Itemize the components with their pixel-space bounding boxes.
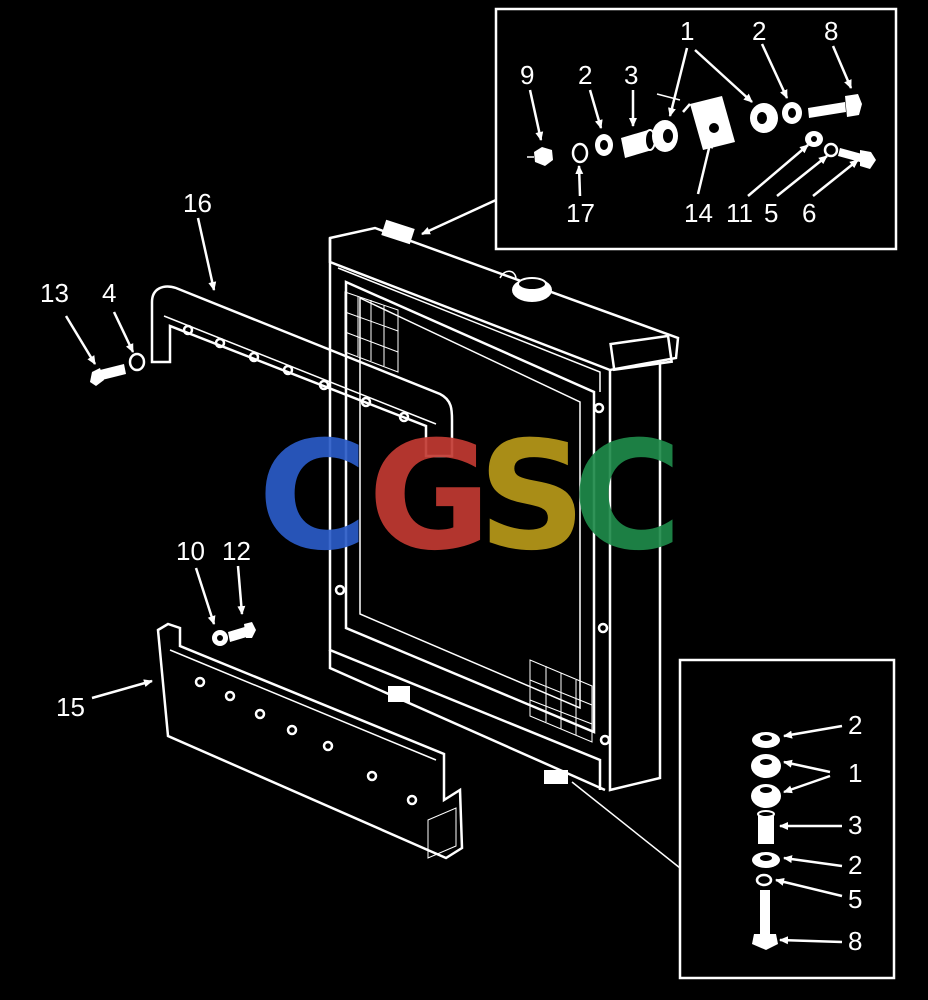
radiator — [328, 219, 681, 869]
upper-shroud: 16 — [150, 188, 454, 458]
bolt-icon — [808, 94, 862, 118]
lock-washer-icon — [823, 142, 839, 158]
core-grid — [529, 659, 593, 743]
core-grid — [344, 291, 399, 373]
callout-label: 17 — [566, 198, 595, 228]
nut-icon — [527, 147, 553, 166]
sleeve-icon — [757, 810, 775, 844]
callout-label: 5 — [848, 884, 862, 914]
cgsc-watermark: C G S C — [258, 410, 682, 584]
washer-icon — [752, 732, 780, 748]
callout-label: 2 — [752, 16, 766, 46]
callout-label: 8 — [848, 926, 862, 956]
top-inset: 1 2 8 9 2 3 17 14 11 5 6 — [421, 7, 898, 251]
bracket-icon — [656, 93, 735, 150]
callout-label: 11 — [726, 198, 753, 228]
rubber-mount-icon — [652, 120, 678, 152]
bolt-icon — [228, 622, 256, 642]
sleeve-icon — [621, 129, 656, 158]
watermark-letter: G — [368, 410, 491, 584]
washer-icon — [805, 131, 823, 147]
callout-label: 9 — [520, 60, 534, 90]
callout-label: 2 — [578, 60, 592, 90]
watermark-letter: C — [258, 410, 368, 584]
rubber-mount-icon — [751, 754, 781, 778]
washer-icon — [212, 630, 228, 646]
lock-washer-icon — [755, 873, 773, 887]
rubber-mount-icon — [750, 103, 778, 133]
callout-label: 8 — [824, 16, 838, 46]
bolt-icon — [752, 890, 778, 950]
callout-label: 1 — [848, 758, 862, 788]
callout-label: 5 — [764, 198, 778, 228]
bottom-inset-leader — [571, 781, 681, 869]
lock-washer-icon — [128, 352, 146, 372]
callout-label: 3 — [624, 60, 638, 90]
bolt-icon — [838, 148, 876, 169]
callout-label: 4 — [102, 278, 116, 308]
callout-label: 14 — [684, 198, 713, 228]
callout-label: 15 — [56, 692, 85, 722]
top-inset-frame — [494, 7, 898, 251]
washer-icon — [782, 102, 802, 124]
callout-label: 1 — [680, 16, 694, 46]
callout-label: 10 — [176, 536, 205, 566]
callout-label: 6 — [802, 198, 816, 228]
washer-icon — [752, 852, 780, 868]
lower-shroud: 15 — [56, 622, 464, 860]
callout-label: 12 — [222, 536, 251, 566]
callout-label: 2 — [848, 710, 862, 740]
bottom-inset-frame — [678, 658, 896, 980]
callout-label: 13 — [40, 278, 69, 308]
rubber-mount-icon — [751, 784, 781, 808]
bolt-icon — [90, 364, 126, 386]
callout-label: 3 — [848, 810, 862, 840]
watermark-letter: S — [478, 410, 586, 584]
callout-label: 2 — [848, 850, 862, 880]
callout-label: 16 — [183, 188, 212, 218]
radiator-cap-icon — [499, 270, 552, 302]
lock-washer-icon — [571, 142, 589, 164]
watermark-letter: C — [572, 410, 682, 584]
top-inset-leader — [421, 198, 497, 236]
bottom-inset: 2 1 3 2 5 8 — [678, 658, 896, 980]
washer-icon — [595, 134, 613, 156]
